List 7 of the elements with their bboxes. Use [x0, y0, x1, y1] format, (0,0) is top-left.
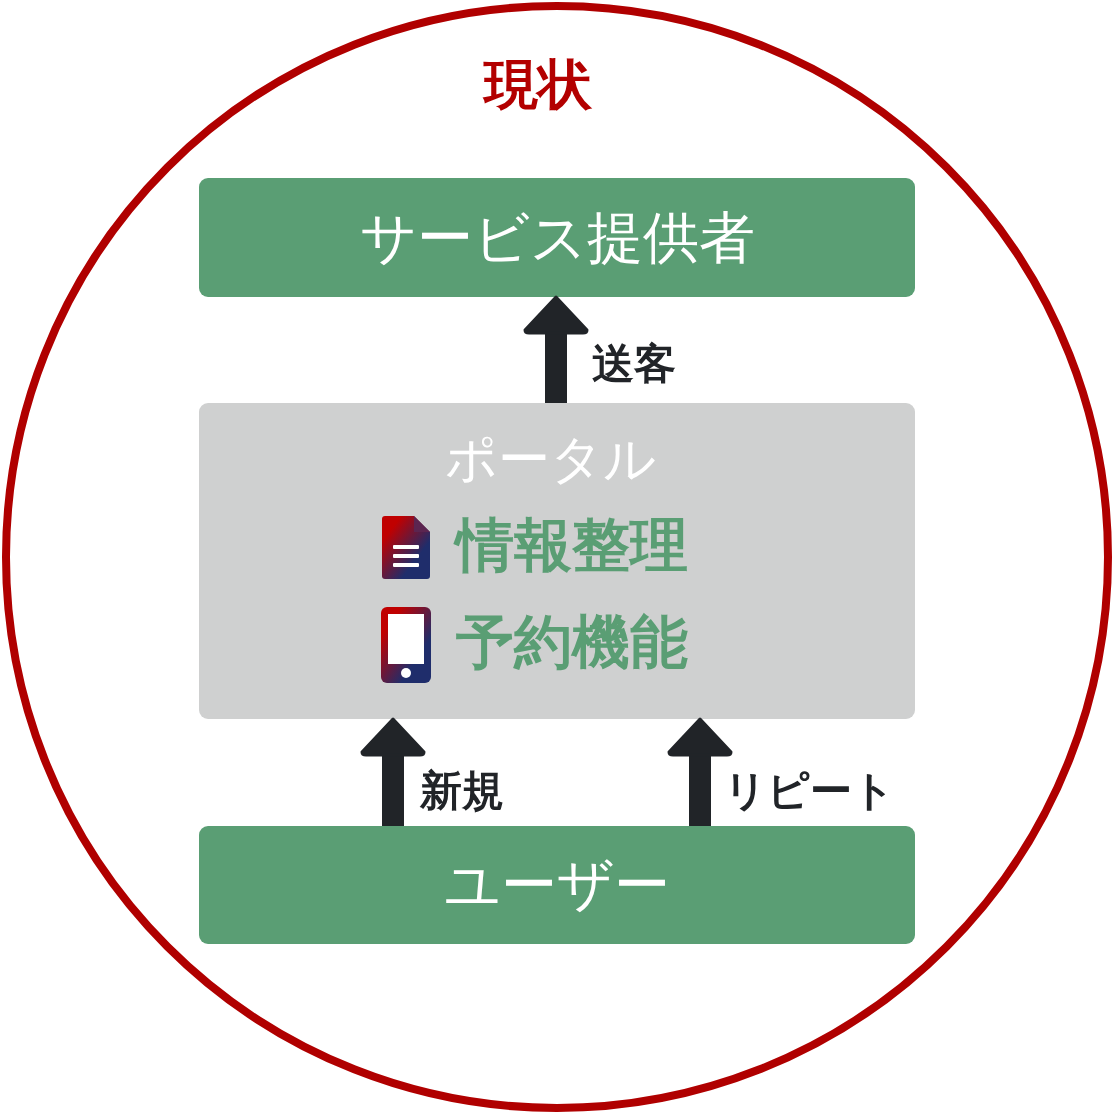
edge-label: リピート: [724, 770, 895, 812]
feature-label: 予約機能: [456, 613, 688, 671]
user-box: ユーザー: [199, 826, 915, 944]
edge-label: 送客: [592, 343, 676, 385]
provider-box: サービス提供者: [199, 178, 915, 297]
edge-label: 新規: [420, 770, 504, 812]
title: 現状: [484, 58, 592, 112]
